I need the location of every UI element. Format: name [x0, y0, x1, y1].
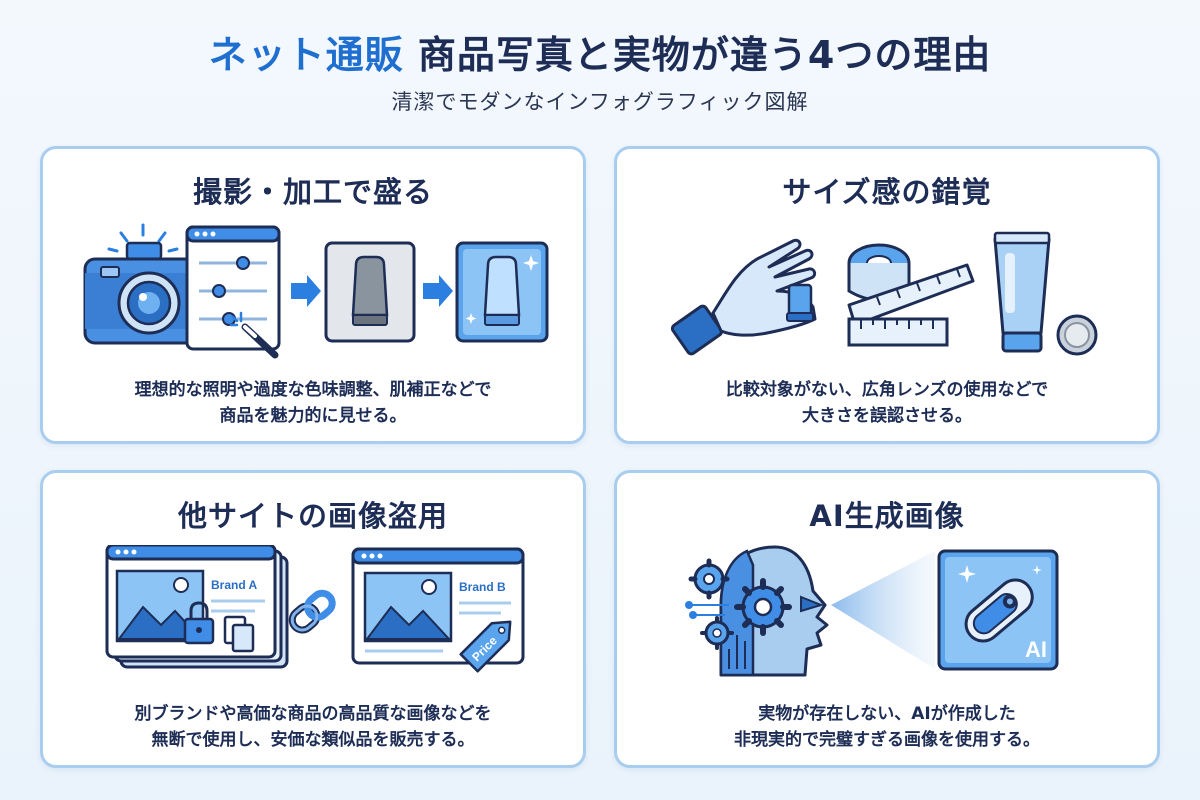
- card-photo-editing: 撮影・加工で盛る: [40, 146, 586, 444]
- ai-image-frame-icon: AI: [937, 549, 1059, 671]
- title-main: 商品写真と実物が違う4つの理由: [403, 33, 992, 77]
- brand-b-label: Brand B: [459, 580, 506, 594]
- plain-product-photo-icon: [324, 241, 416, 343]
- arrow-right-icon: [291, 275, 321, 307]
- magic-wand-icon: [229, 311, 279, 359]
- coin-icon: [1056, 314, 1098, 356]
- circuit-lines: [685, 601, 729, 619]
- gear-icon: [688, 558, 730, 600]
- desc-line: 無断で使用し、安価な類似品を販売する。: [151, 730, 475, 750]
- enhanced-product-photo-icon: [455, 241, 549, 343]
- adjustment-window-icon: [185, 225, 281, 351]
- card-image-theft: 他サイトの画像盗用 Brand A: [40, 470, 586, 768]
- desc-line: 商品を魅力的に見せる。: [219, 406, 407, 426]
- brand-a-label: Brand A: [211, 578, 258, 592]
- card-description: 別ブランドや高価な商品の高品質な画像などを 無断で使用し、安価な類似品を販売する…: [43, 701, 583, 753]
- page-title: ネット通販 商品写真と実物が違う4つの理由: [0, 30, 1200, 80]
- card-description: 理想的な照明や過度な色味調整、肌補正などで 商品を魅力的に見せる。: [43, 377, 583, 429]
- tape-measure-icon: [847, 243, 975, 347]
- camera-icon: [83, 223, 199, 345]
- title-accent: ネット通販: [208, 33, 404, 77]
- card-title: サイズ感の錯覚: [782, 175, 992, 209]
- card-description: 実物が存在しない、AIが作成した 非現実的で完璧すぎる画像を使用する。: [617, 701, 1157, 753]
- desc-line: 非現実的で完璧すぎる画像を使用する。: [734, 730, 1040, 750]
- size-illusion-illustration: [670, 231, 1098, 356]
- page-subtitle: 清潔でモダンなインフォグラフィック図解: [391, 90, 809, 114]
- cosmetic-tube-icon: [993, 231, 1051, 353]
- image-theft-illustration: Brand A: [105, 545, 525, 673]
- gear-icon: [700, 616, 734, 650]
- copy-icon: [223, 615, 255, 653]
- lock-icon: [183, 601, 215, 645]
- desc-line: 別ブランドや高価な商品の高品質な画像などを: [134, 704, 492, 724]
- gear-icon: [734, 578, 792, 636]
- photo-editing-illustration: [83, 223, 549, 359]
- card-title: AI生成画像: [809, 499, 965, 533]
- card-title: 他サイトの画像盗用: [177, 499, 448, 533]
- brand-a-window-icon: Brand A: [105, 545, 289, 669]
- projection-beam: [831, 551, 935, 669]
- desc-line: 理想的な照明や過度な色味調整、肌補正などで: [134, 380, 492, 400]
- card-description: 比較対象がない、広角レンズの使用などで 大きさを誤認させる。: [617, 377, 1157, 429]
- chain-link-icon: [288, 589, 336, 634]
- header: ネット通販 商品写真と実物が違う4つの理由 清潔でモダンなインフォグラフィック図…: [0, 30, 1200, 116]
- ai-badge-label: AI: [1025, 637, 1047, 662]
- desc-line: 比較対象がない、広角レンズの使用などで: [725, 380, 1049, 400]
- hand-holding-icon: [670, 238, 817, 356]
- card-title: 撮影・加工で盛る: [192, 175, 433, 209]
- card-ai-generated: AI生成画像: [614, 470, 1160, 768]
- desc-line: 実物が存在しない、AIが作成した: [758, 704, 1016, 724]
- arrow-right-icon: [423, 275, 453, 307]
- ai-generated-illustration: AI: [685, 545, 1059, 677]
- card-size-illusion: サイズ感の錯覚: [614, 146, 1160, 444]
- desc-line: 大きさを誤認させる。: [802, 406, 972, 426]
